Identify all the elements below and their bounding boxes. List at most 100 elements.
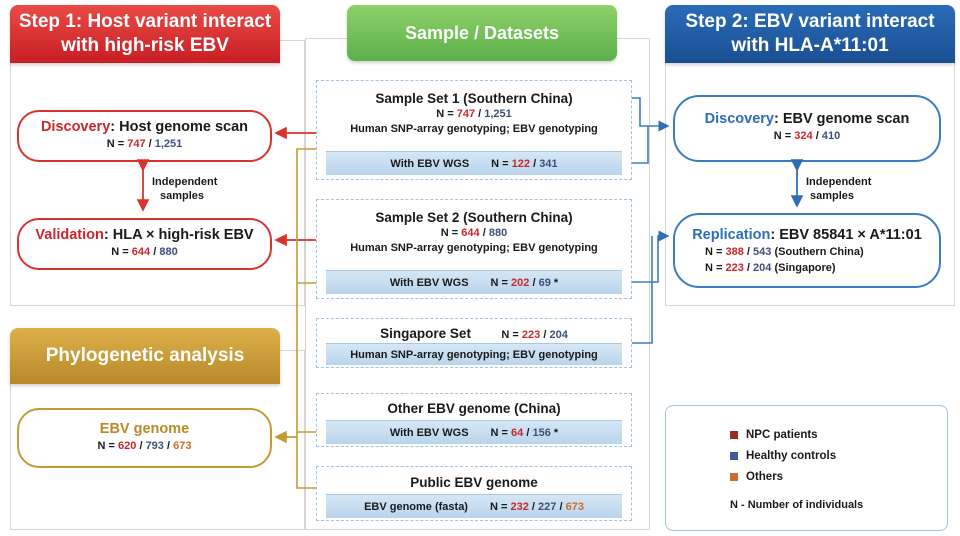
other-title: Other EBV genome (China) [387, 401, 561, 416]
independent-line1: Independent [806, 176, 872, 188]
legend-swatch [730, 430, 738, 439]
legend-swatch [730, 451, 738, 460]
n-prefix: N = [489, 500, 508, 513]
step2-replication-label: Replication [692, 227, 771, 243]
n-prefix: N = [440, 227, 459, 239]
set2-method: Human SNP-array genotyping; EBV genotypi… [350, 242, 598, 254]
step2-independent-label: Independent samples [806, 175, 871, 204]
sample-set2-box: Sample Set 2 (Southern China) N = 644 / … [316, 199, 632, 299]
independent-line2: samples [160, 190, 205, 203]
step2-banner: Step 2: EBV variant interact with HLA-A*… [665, 5, 955, 63]
phylo-title: Phylogenetic analysis [45, 345, 245, 367]
sample-set1-box: Sample Set 1 (Southern China) N = 747 / … [316, 80, 632, 180]
step2-replication-text: : EBV 85841 × A*11:01 [770, 227, 922, 243]
n-prefix: N = [501, 329, 519, 341]
step2-discovery-box: Discovery: EBV genome scan N = 324 / 410 [673, 95, 941, 162]
step1-validation-box: Validation: HLA × high-risk EBV N = 644 … [17, 218, 272, 270]
step1-discovery-label: Discovery [40, 119, 111, 135]
set1-method: Human SNP-array genotyping; EBV genotypi… [350, 123, 598, 135]
n-ctrl: 69 [538, 276, 551, 289]
legend-item: NPC patients [730, 424, 836, 445]
n-prefix: N = [106, 138, 125, 150]
n-prefix: N = [705, 246, 723, 258]
set2-title: Sample Set 2 (Southern China) [375, 210, 573, 225]
n-prefix: N = [490, 426, 508, 439]
singapore-set-box: Singapore Set N = 223 / 204 Human SNP-ar… [316, 318, 632, 368]
n-sep: / [815, 130, 819, 142]
legend-label: Healthy controls [746, 449, 837, 462]
n-npc: 64 [511, 426, 524, 439]
step1-title-line2: with high-risk EBV [61, 35, 229, 56]
n-sep: / [531, 500, 535, 513]
n-other: 673 [565, 500, 584, 513]
n-npc: 324 [794, 130, 813, 142]
legend-label: Others [746, 470, 784, 483]
datasets-banner: Sample / Datasets [347, 5, 617, 61]
n-sep: / [532, 276, 536, 289]
n-ctrl: 793 [145, 440, 164, 452]
n-npc: 202 [511, 276, 530, 289]
n-sep: / [526, 426, 530, 439]
n-prefix: N = [705, 262, 723, 274]
bar-label: EBV genome (fasta) [364, 500, 468, 513]
step2-discovery-text: : EBV genome scan [773, 111, 910, 127]
n-ctrl: 1,251 [484, 108, 512, 120]
n-ctrl: 880 [159, 246, 178, 258]
n-prefix: N = [111, 246, 129, 258]
n-other: 673 [173, 440, 192, 452]
n-sep: / [153, 246, 157, 258]
n-npc: 620 [118, 440, 137, 452]
n-sep: / [478, 108, 482, 120]
datasets-title: Sample / Datasets [404, 22, 560, 43]
n-npc: 747 [127, 138, 146, 150]
connector-singapore-to-step2-replication [632, 236, 653, 344]
phylo-banner: Phylogenetic analysis [10, 328, 280, 384]
n-ctrl: 410 [821, 130, 841, 142]
n-sep: / [746, 246, 750, 258]
n-ctrl: 341 [539, 157, 558, 170]
n-sep: / [482, 227, 486, 239]
phylo-genome-box: EBV genome N = 620 / 793 / 673 [17, 408, 272, 468]
n-suffix: (Southern China) [774, 246, 864, 258]
step1-discovery-box: Discovery: Host genome scan N = 747 / 1,… [17, 110, 272, 162]
public-ebv-box: Public EBV genome EBV genome (fasta) N =… [316, 466, 632, 521]
other-wgs-bar: With EBV WGS N = 64 / 156 * [326, 420, 622, 444]
n-prefix: N = [97, 440, 115, 452]
legend-item: Healthy controls [730, 445, 836, 466]
phylo-genome-title: EBV genome [99, 421, 190, 437]
n-ctrl: 204 [549, 329, 568, 341]
singapore-method-bar: Human SNP-array genotyping; EBV genotypi… [326, 343, 622, 365]
set2-wgs-bar: With EBV WGS N = 202 / 69 * [326, 270, 622, 294]
n-ctrl: 204 [753, 262, 772, 274]
public-fasta-bar: EBV genome (fasta) N = 232 / 227 / 673 [326, 494, 622, 518]
connector-set1-to-step2-discovery [632, 97, 670, 132]
footnote-star: * [553, 276, 559, 289]
n-ctrl: 1,251 [154, 138, 183, 150]
n-prefix: N = [491, 157, 509, 170]
connector-set1wgs-to-step2-discovery [632, 126, 649, 164]
bar-label: With EBV WGS [390, 157, 470, 170]
step1-discovery-text: : Host genome scan [110, 119, 249, 135]
bar-label: With EBV WGS [389, 276, 469, 289]
singapore-title: Singapore Set [380, 326, 471, 341]
n-suffix: (Singapore) [774, 262, 836, 274]
connector-set2-to-step2-replication [632, 230, 670, 283]
n-sep: / [559, 500, 563, 513]
n-prefix: N = [436, 108, 454, 120]
n-npc: 223 [521, 329, 541, 341]
n-sep: / [148, 138, 152, 150]
n-npc: 223 [725, 262, 744, 274]
n-npc: 122 [511, 157, 531, 170]
step1-banner: Step 1: Host variant interact with high-… [10, 5, 280, 63]
singapore-method: Human SNP-array genotyping; EBV genotypi… [350, 348, 598, 361]
step1-title-line1: Step 1: Host variant interact [18, 11, 272, 33]
set1-title: Sample Set 1 (Southern China) [375, 91, 573, 106]
step2-title-line2: with HLA-A*11:01 [731, 35, 889, 56]
n-npc: 232 [510, 500, 529, 513]
connector-wgs-to-phylo [296, 148, 316, 489]
step2-replication-box: Replication: EBV 85841 × A*11:01 N = 388… [673, 213, 941, 288]
step2-discovery-label: Discovery [704, 111, 774, 127]
n-npc: 747 [456, 108, 476, 120]
